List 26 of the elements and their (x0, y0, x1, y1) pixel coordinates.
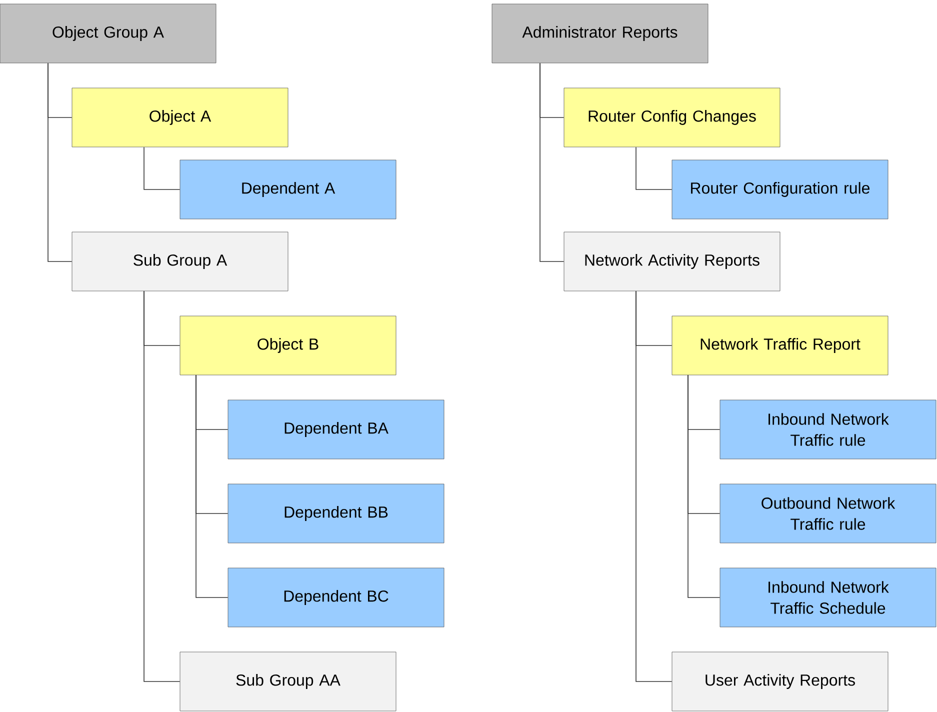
connector-line (540, 62, 564, 262)
object-box: Object B (180, 316, 396, 376)
subgroup-box: Sub Group AA (180, 652, 396, 712)
subgroup-box: Network Activity Reports (564, 232, 780, 292)
dependent-box: Router Configuration rule (672, 160, 888, 220)
connector-line (636, 290, 672, 682)
object-box: Object A (72, 88, 288, 148)
dependent-box: Dependent BB (228, 484, 444, 544)
connector-line (144, 290, 180, 682)
dependent-box: Dependent BA (228, 400, 444, 460)
connector-line (636, 146, 672, 190)
dependent-box: Dependent A (180, 160, 396, 220)
connector-line (688, 374, 720, 598)
subgroup-box: User Activity Reports (672, 652, 888, 712)
connector-line (196, 374, 228, 598)
object-box: Network Traffic Report (672, 316, 888, 376)
dependent-box: Inbound Network Traffic rule (720, 400, 936, 460)
connector-line (144, 146, 180, 190)
subgroup-box: Sub Group A (72, 232, 288, 292)
dependent-box: Dependent BC (228, 568, 444, 628)
group-box: Administrator Reports (492, 4, 708, 64)
connector-line (48, 62, 72, 262)
group-box: Object Group A (0, 4, 216, 64)
object-box: Router Config Changes (564, 88, 780, 148)
dependent-box: Outbound Network Traffic rule (720, 484, 936, 544)
dependent-box: Inbound Network Traffic Schedule (720, 568, 936, 628)
